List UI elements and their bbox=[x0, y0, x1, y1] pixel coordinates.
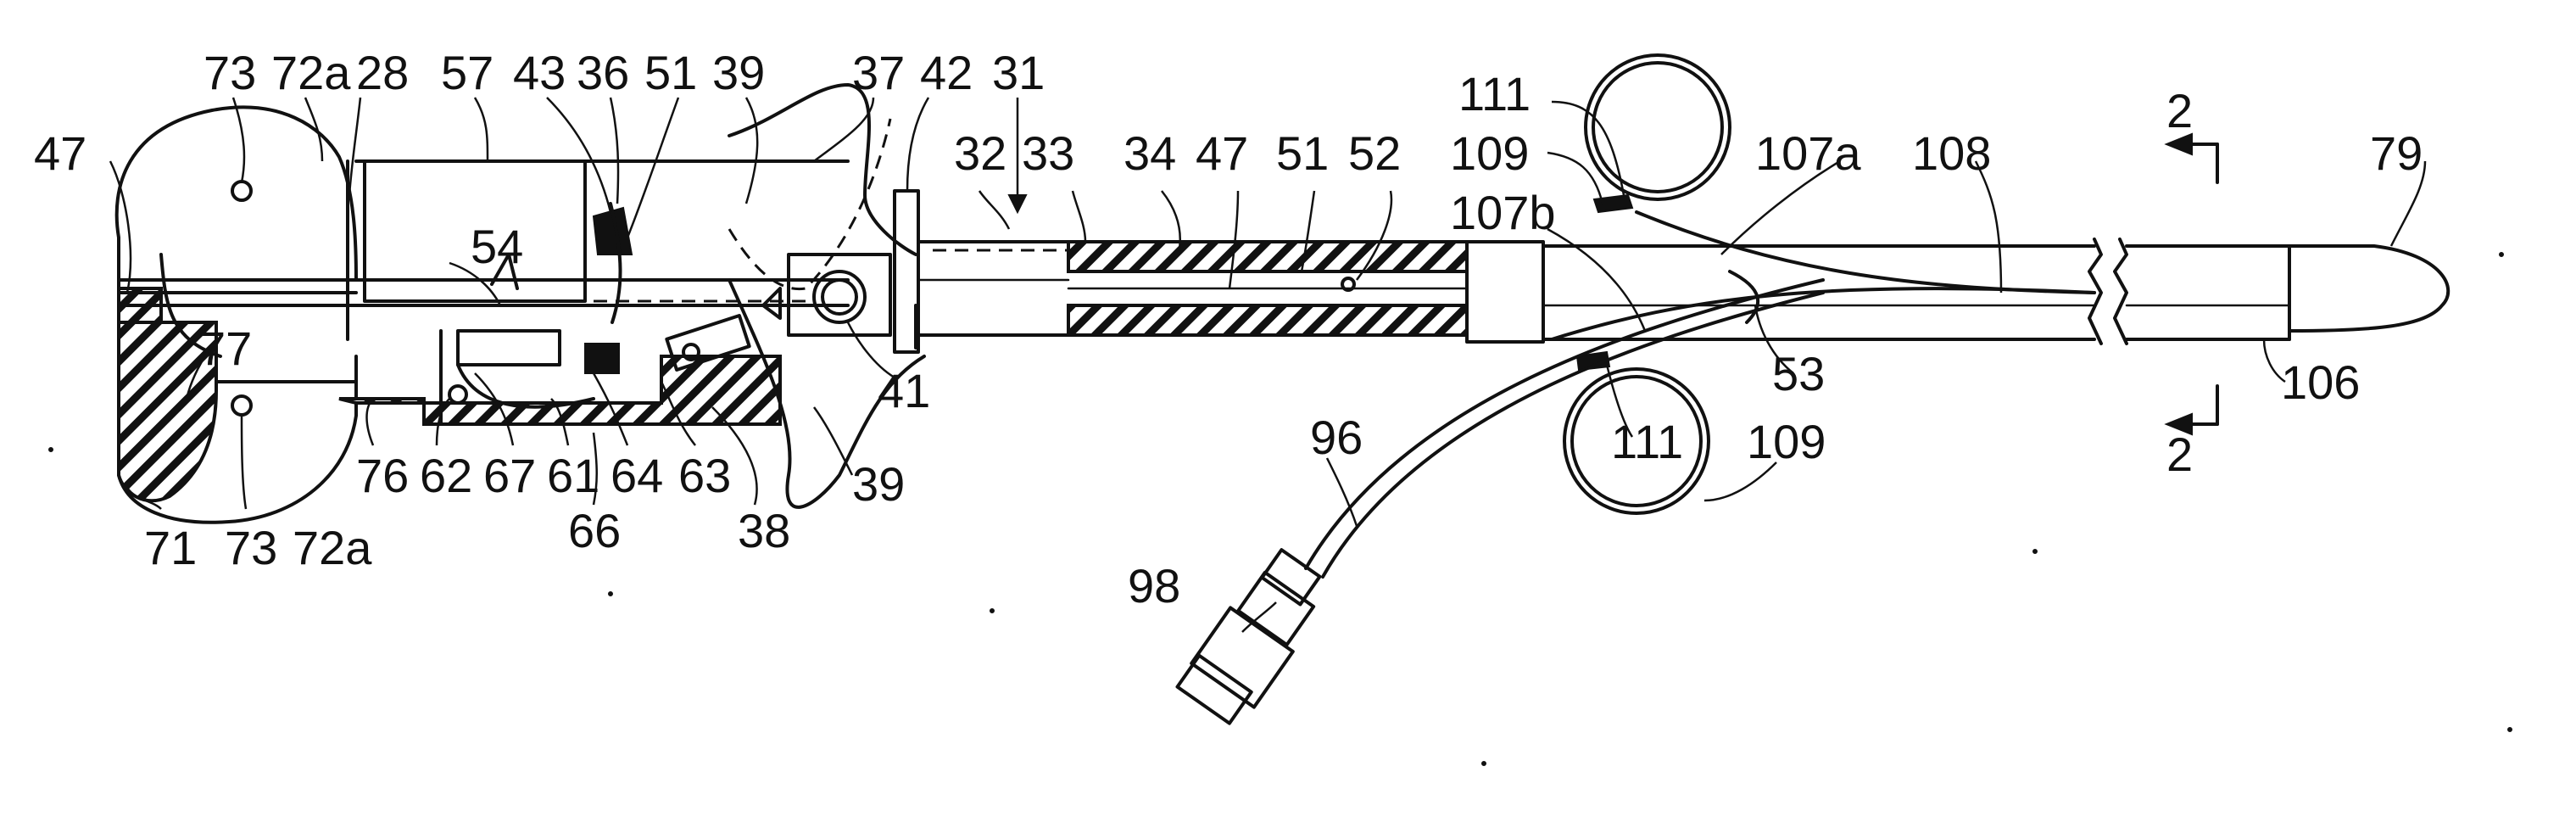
label-36: 36 bbox=[577, 46, 629, 99]
label-71: 71 bbox=[144, 521, 197, 574]
shaft-hatch-top bbox=[1068, 242, 1467, 271]
label-107a: 107a bbox=[1755, 126, 1861, 180]
label-73-top: 73 bbox=[204, 46, 256, 99]
label-109-bottom: 109 bbox=[1747, 415, 1826, 468]
label-107b: 107b bbox=[1450, 186, 1556, 239]
label-79: 79 bbox=[2370, 126, 2423, 180]
label-98: 98 bbox=[1128, 559, 1180, 612]
handle-housing bbox=[117, 107, 356, 522]
label-51-right: 51 bbox=[1276, 126, 1329, 180]
label-39-top: 39 bbox=[712, 46, 765, 99]
label-32: 32 bbox=[954, 126, 1006, 180]
label-66: 66 bbox=[568, 504, 621, 557]
label-33: 33 bbox=[1022, 126, 1074, 180]
label-57: 57 bbox=[441, 46, 493, 99]
label-111-bottom: 111 bbox=[1611, 415, 1683, 468]
tube-assembly bbox=[1177, 280, 1823, 724]
label-43: 43 bbox=[513, 46, 566, 99]
label-106: 106 bbox=[2281, 355, 2360, 409]
label-64: 64 bbox=[611, 449, 663, 502]
finger-grip bbox=[594, 85, 924, 507]
label-42: 42 bbox=[920, 46, 973, 99]
label-47-left: 47 bbox=[34, 126, 86, 180]
label-63: 63 bbox=[678, 449, 731, 502]
label-34: 34 bbox=[1124, 126, 1176, 180]
label-109-top: 109 bbox=[1450, 126, 1529, 180]
label-62: 62 bbox=[420, 449, 472, 502]
label-54: 54 bbox=[471, 220, 523, 273]
collar bbox=[763, 191, 918, 352]
label-77: 77 bbox=[199, 322, 252, 375]
label-28: 28 bbox=[356, 46, 409, 99]
outer-sheath bbox=[1543, 212, 2448, 344]
coupling bbox=[1467, 242, 1543, 342]
label-2-bottom: 2 bbox=[2166, 428, 2193, 481]
label-39-bottom: 39 bbox=[852, 457, 905, 511]
tip-79 bbox=[2289, 246, 2448, 331]
label-67: 67 bbox=[483, 449, 536, 502]
section-marker bbox=[2166, 134, 2217, 434]
label-96: 96 bbox=[1310, 411, 1363, 464]
pin-73-lower bbox=[232, 396, 251, 415]
label-76: 76 bbox=[356, 449, 409, 502]
label-108: 108 bbox=[1912, 126, 1991, 180]
label-37: 37 bbox=[852, 46, 905, 99]
label-38: 38 bbox=[738, 504, 790, 557]
label-31: 31 bbox=[992, 46, 1045, 99]
label-61: 61 bbox=[547, 449, 599, 502]
label-41: 41 bbox=[878, 364, 930, 417]
label-53: 53 bbox=[1772, 347, 1825, 400]
label-72a-bottom: 72a bbox=[293, 521, 372, 574]
label-2-top: 2 bbox=[2166, 84, 2193, 137]
label-47-right: 47 bbox=[1196, 126, 1248, 180]
label-72a-top: 72a bbox=[271, 46, 351, 99]
shaft-hatch-bottom bbox=[1068, 305, 1467, 335]
central-body bbox=[119, 161, 848, 424]
upper-loop-109 bbox=[1586, 55, 1730, 199]
label-111-top: 111 bbox=[1458, 67, 1531, 120]
label-52: 52 bbox=[1348, 126, 1401, 180]
connector-98 bbox=[1191, 607, 1293, 707]
main-shaft bbox=[918, 242, 1543, 342]
label-51-left: 51 bbox=[644, 46, 697, 99]
pin-73-upper bbox=[232, 182, 251, 200]
label-73-bottom: 73 bbox=[225, 521, 277, 574]
